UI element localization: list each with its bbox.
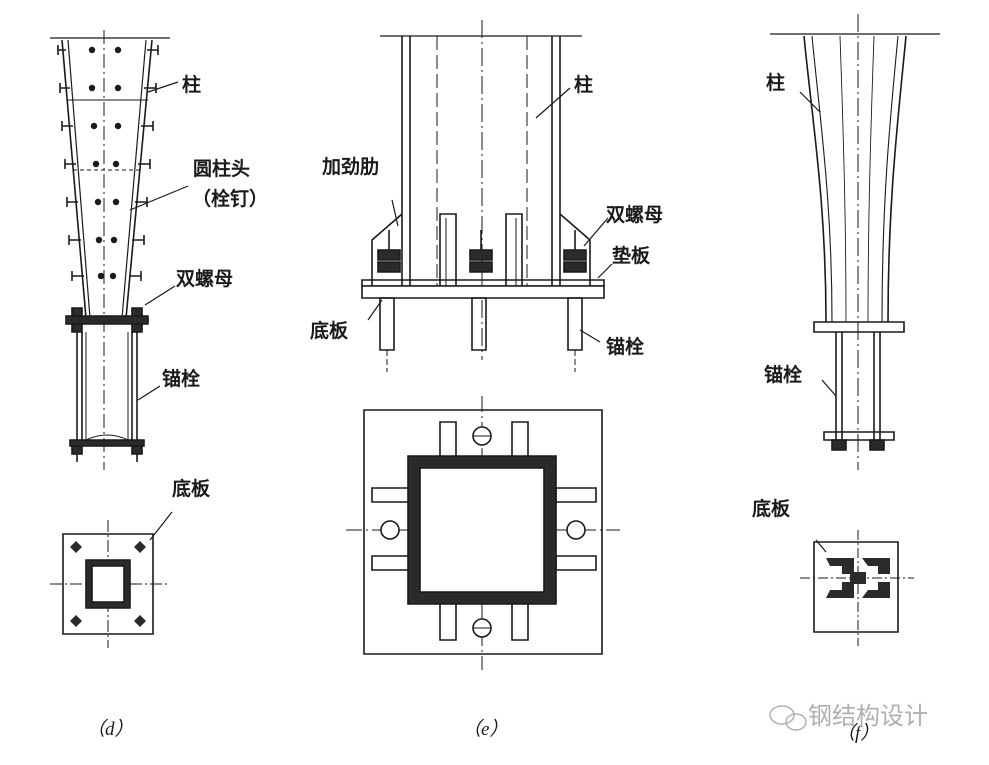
detail-e-plan [346, 396, 620, 670]
e-label-column: 柱 [574, 74, 594, 96]
detail-f-plan [800, 530, 914, 646]
e-label-double-nut: 双螺母 [606, 204, 664, 226]
d-label-stud: （栓钉） [192, 188, 269, 210]
f-caption: （f） [836, 723, 880, 744]
d-label-anchor-bolt: 锚栓 [162, 368, 201, 390]
e-label-shim-plate: 垫板 [612, 245, 651, 267]
wechat-icon [769, 705, 807, 731]
d-label-column: 柱 [182, 74, 202, 96]
detail-d-elevation [50, 30, 188, 470]
detail-f-elevation [770, 14, 940, 470]
d-label-double-nut: 双螺母 [176, 268, 234, 290]
f-label-anchor-bolt: 锚栓 [764, 364, 803, 386]
detail-d-plan [50, 512, 172, 648]
detail-e-elevation [362, 20, 612, 372]
e-label-stiffener: 加劲肋 [322, 156, 380, 178]
f-label-base-plate: 底板 [752, 498, 791, 520]
e-label-anchor-bolt: 锚栓 [606, 336, 645, 358]
e-label-base-plate: 底板 [310, 320, 349, 342]
e-caption: （e） [462, 719, 509, 740]
f-label-column: 柱 [766, 72, 786, 94]
watermark-text: 钢结构设计 [808, 702, 928, 730]
d-caption: （d） [86, 719, 134, 740]
d-label-base-plate: 底板 [172, 478, 211, 500]
d-label-column-head: 圆柱头 [193, 158, 251, 180]
